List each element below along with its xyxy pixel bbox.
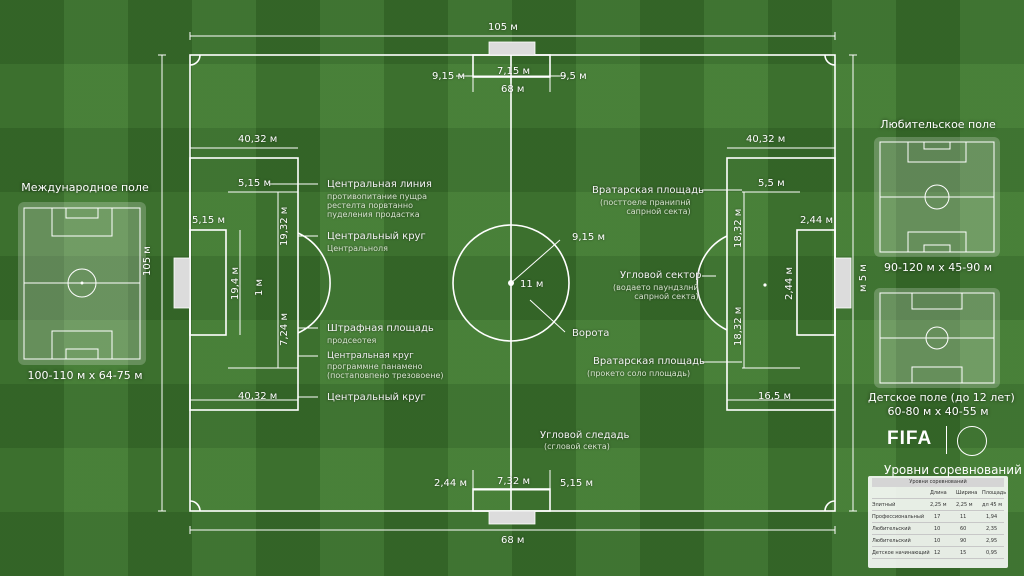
bottom-goal-width-label: 7,32 м: [497, 476, 530, 487]
left-goal-area: [189, 229, 227, 336]
bottom-width-label: 68 м: [501, 535, 525, 546]
left-annotation-2-sub: продсеотея: [327, 336, 377, 345]
international-mini-lines: [23, 207, 141, 360]
right-penalty-arc: [696, 235, 728, 331]
bottom-annotation-sub: (сгловой секта): [544, 442, 610, 451]
corner-arc-bl: [189, 500, 201, 512]
fifa-emblem-icon: [957, 426, 987, 456]
top-left-offset-label: 9,15 м: [432, 71, 465, 82]
levels-table: Уровни соревнований Длина Ширина Площадь…: [868, 476, 1008, 568]
top-width-label: 68 м: [501, 84, 525, 95]
right-annotation-1-sub: (водаето паундзлнй сапрной секта): [613, 283, 699, 302]
left-penalty-area: [189, 157, 299, 411]
table-row: Любительский 10 60 2,35: [872, 524, 1004, 535]
right-penalty-area: [726, 157, 836, 411]
right-goal-net: [834, 257, 852, 309]
top-length-label: 105 м: [488, 22, 518, 33]
left-annotation-0-sub: противопитание пущра рестелта порвтанно …: [327, 192, 428, 220]
left-penalty-arc: [297, 232, 331, 334]
right-goal-dim: 2,44 м: [800, 215, 833, 226]
international-mini-pitch: [18, 202, 146, 365]
corner-arc-tr: [824, 54, 836, 66]
corner-arc-br: [824, 500, 836, 512]
right-height-a: 18,32 м: [733, 208, 744, 248]
corner-arc-tl: [189, 54, 201, 66]
top-right-offset-label: 9,5 м: [560, 71, 587, 82]
left-height-c: 1 м: [254, 278, 265, 296]
right-annotation-0-title: Вратарская площадь: [592, 185, 704, 196]
table-row: Элитный 2,25 м 2,25 м дл 45 м: [872, 500, 1004, 511]
center-radius-label: 9,15 м: [572, 232, 605, 243]
left-annotation-3-title: Центральная круг: [327, 351, 414, 361]
left-height-b: 19,4 м: [230, 267, 241, 300]
left-annotation-2-title: Штрафная площадь: [327, 323, 434, 334]
left-height-d: 7,24 м: [279, 313, 290, 346]
levels-table-columns: Длина Ширина Площадь: [872, 488, 1006, 499]
amateur-title: Любительское поле: [880, 118, 996, 131]
youth-mini-pitch: [874, 288, 1000, 388]
left-annotation-4-title: Центральный круг: [327, 392, 426, 403]
international-title: Международное поле: [21, 181, 149, 194]
left-goal-area-dim: 5,15 м: [192, 215, 225, 226]
right-annotation-2-sub: (прокето соло площадь): [587, 369, 691, 378]
amateur-mini-lines: [879, 141, 995, 253]
left-annotation-3-sub: программне панамено (постаповпено трезов…: [327, 362, 444, 381]
left-annotation-1-title: Центральный круг: [327, 231, 426, 242]
right-penalty-width-top: 40,32 м: [746, 134, 786, 145]
right-annotation-0-sub: (посттоеле пранипнй сапрной секта): [600, 198, 691, 217]
international-caption: 100-110 м x 64-75 м: [27, 369, 143, 382]
levels-table-header: Уровни соревнований: [872, 478, 1004, 487]
left-goal-area-depth: 5,15 м: [238, 178, 271, 189]
bottom-right-dim-label: 5,15 м: [560, 478, 593, 489]
bottom-left-dim-label: 2,44 м: [434, 478, 467, 489]
right-goal-area: [796, 229, 836, 336]
right-side-height-label: м 5 м: [858, 264, 869, 292]
left-goal-net: [173, 257, 191, 309]
brand-divider: [946, 426, 947, 454]
top-goal-width-label: 7,15 м: [497, 66, 530, 77]
amateur-mini-pitch: [874, 137, 1000, 257]
left-penalty-width-bottom: 40,32 м: [238, 391, 278, 402]
table-row: Детское начинающий 12 15 0,95: [872, 548, 1004, 559]
left-height-a: 19,32 м: [279, 206, 290, 246]
right-height-c: 18,32 м: [733, 306, 744, 346]
fifa-logo: FIFA: [887, 428, 933, 449]
left-annotation-0-title: Центральная линия: [327, 179, 432, 190]
top-goal-net: [488, 41, 536, 56]
left-penalty-width-top: 40,32 м: [238, 134, 278, 145]
right-annotation-1-title: Угловой сектор: [620, 270, 702, 281]
right-goal-area-dim: 5,5 м: [758, 178, 785, 189]
right-bottom-dim: 16,5 м: [758, 391, 791, 402]
center-spot-label: 11 м: [520, 279, 544, 290]
bottom-goal-net: [488, 510, 536, 525]
youth-mini-lines: [879, 292, 995, 384]
bottom-annotation-title: Угловой следадь: [540, 430, 630, 441]
right-annotation-2-title: Вратарская площадь: [593, 356, 705, 367]
center-circle: [452, 224, 570, 342]
youth-caption: 60-80 м x 40-55 м: [887, 405, 989, 418]
table-row: Профессиональный 17 11 1,94: [872, 512, 1004, 523]
table-row: Любительский 10 90 2,95: [872, 536, 1004, 547]
right-height-b: 2,44 м: [784, 267, 795, 300]
youth-title: Детское поле (до 12 лет): [868, 391, 1015, 404]
center-goal-label: Ворота: [572, 328, 610, 339]
right-penalty-spot: [763, 283, 767, 287]
goals: [173, 41, 852, 525]
amateur-caption: 90-120 м x 45-90 м: [883, 261, 993, 274]
levels-title: Уровни соревнований: [884, 463, 1022, 477]
left-annotation-1-sub: Центральноля: [327, 244, 388, 253]
